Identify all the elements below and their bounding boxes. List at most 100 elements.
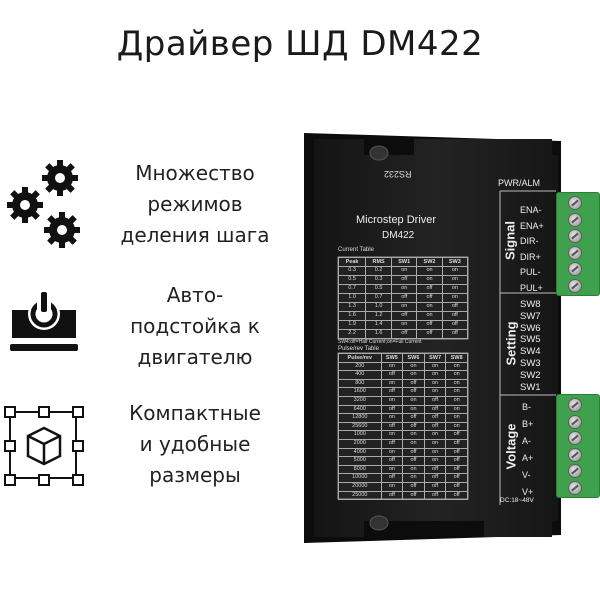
table-cell: off <box>402 413 425 423</box>
table-cell: 4000 <box>338 447 382 458</box>
stepper-driver-device: RS232 PWR/ALM Microstep Driver DM422 Cur… <box>304 133 561 543</box>
table-cell: on <box>391 284 418 294</box>
table-cell: off <box>402 387 425 397</box>
table-cell: 1600 <box>338 387 382 397</box>
current-table-title: Current Table <box>338 247 374 253</box>
table-cell: off <box>445 473 468 483</box>
table-cell: off <box>380 490 404 501</box>
feature-2-line-1: Авто- <box>166 283 224 307</box>
table-cell: off <box>445 490 468 501</box>
table-header-cell: SW3 <box>441 257 469 267</box>
table-cell: 25600 <box>338 421 382 432</box>
table-cell: on <box>445 361 468 372</box>
table-cell: off <box>402 481 425 492</box>
table-cell: on <box>402 473 425 483</box>
pin-label: SW3 <box>520 357 541 369</box>
terminal-screw-icon <box>568 196 582 210</box>
feature-text-1: Множество режимов деления шага <box>100 158 290 251</box>
table-cell: on <box>402 464 425 475</box>
signal-section-label: Signal <box>502 221 518 261</box>
table-cell: on <box>402 404 425 415</box>
table-cell: on <box>423 430 447 440</box>
table-cell: off <box>423 481 447 492</box>
page-title: Драйвер ШД DM422 <box>116 24 484 64</box>
table-cell: 5000 <box>338 456 382 466</box>
table-cell: on <box>380 430 404 440</box>
terminal-screw-icon <box>568 245 582 260</box>
table-cell: on <box>445 378 468 389</box>
pin-label: V- <box>522 470 531 480</box>
table-cell: off <box>441 311 469 321</box>
table-cell: 0.7 <box>365 293 393 303</box>
table-cell: off <box>423 404 447 415</box>
table-cell: off <box>423 490 447 501</box>
table-cell: off <box>423 473 447 483</box>
table-cell: off <box>402 447 425 458</box>
table-cell: on <box>423 387 447 397</box>
table-cell: on <box>445 370 468 380</box>
table-cell: off <box>416 284 443 294</box>
table-cell: 800 <box>338 378 382 389</box>
cube-resize-icon <box>2 404 86 488</box>
table-cell: 25000 <box>338 490 382 501</box>
table-cell: on <box>416 275 443 285</box>
table-cell: off <box>441 320 469 330</box>
table-cell: 10000 <box>338 473 382 483</box>
table-cell: off <box>380 438 404 449</box>
table-cell: on <box>423 361 447 372</box>
table-cell: 0.3 <box>337 266 367 276</box>
current-table-note: SW4:off=Half Current;on=Full Current <box>338 339 422 345</box>
table-cell: off <box>445 438 468 449</box>
table-header-cell: SW5 <box>380 353 404 363</box>
terminal-screw-icon <box>568 414 582 429</box>
table-cell: on <box>402 438 425 449</box>
feature-1-line-3: деления шага <box>120 223 270 247</box>
table-cell: off <box>423 395 447 406</box>
table-cell: off <box>380 387 404 397</box>
table-cell: 20000 <box>338 481 382 492</box>
table-cell: off <box>391 311 418 321</box>
table-cell: 200 <box>338 361 382 372</box>
signal-terminal-block <box>556 192 600 296</box>
terminal-screw-icon <box>568 480 582 495</box>
table-header-cell: SW6 <box>402 353 425 363</box>
table-cell: on <box>391 320 418 330</box>
table-cell: off <box>391 275 418 285</box>
table-cell: on <box>423 370 447 380</box>
table-cell: off <box>441 302 469 312</box>
table-cell: 1.9 <box>337 320 367 330</box>
table-cell: on <box>445 413 468 423</box>
table-cell: on <box>441 275 469 285</box>
table-cell: 2000 <box>338 438 382 449</box>
table-cell: off <box>402 378 425 389</box>
pin-label: B- <box>522 402 531 412</box>
table-cell: on <box>402 361 425 372</box>
table-header-cell: SW1 <box>391 257 418 267</box>
feature-text-3: Компактные и удобные размеры <box>100 398 290 491</box>
table-cell: off <box>441 329 469 339</box>
table-cell: on <box>445 387 468 397</box>
table-cell: on <box>380 395 404 406</box>
voltage-range-label: DC:18~48V <box>500 497 534 504</box>
table-header-cell: SW7 <box>423 353 447 363</box>
table-cell: on <box>402 395 425 406</box>
table-cell: off <box>391 293 418 303</box>
feature-1-line-2: режимов <box>147 192 243 216</box>
pin-label: ENA- <box>520 205 542 215</box>
table-cell: 1.0 <box>337 293 367 303</box>
table-cell: off <box>416 329 443 339</box>
table-cell: off <box>391 329 418 339</box>
table-cell: 0.5 <box>365 284 393 294</box>
